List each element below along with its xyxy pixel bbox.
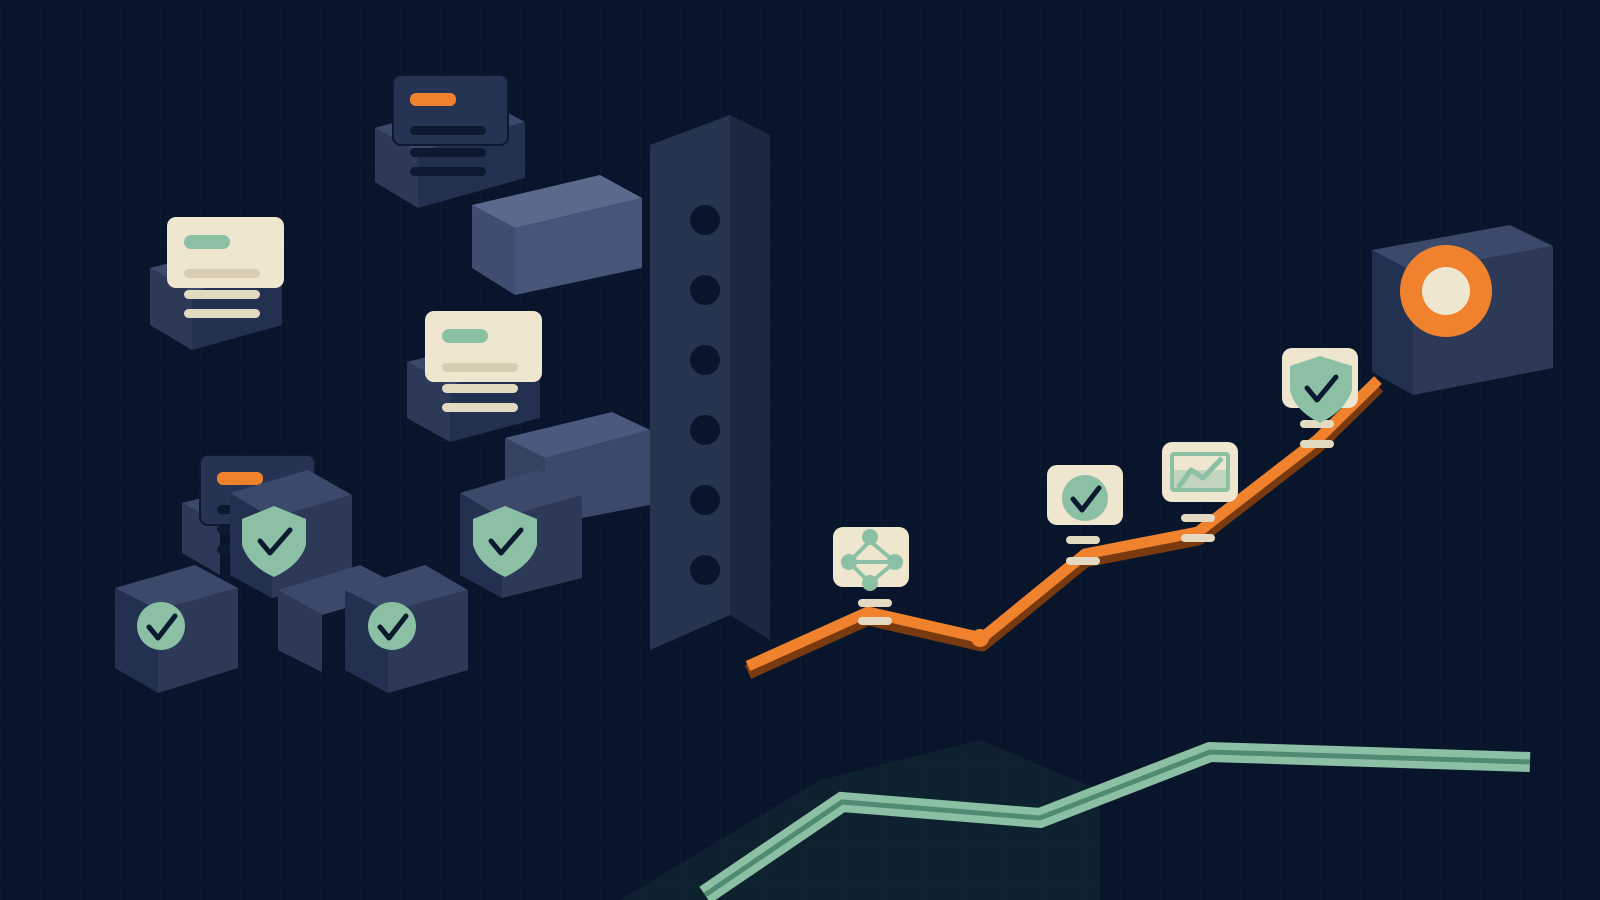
shield-check-icon: [1290, 356, 1352, 423]
pillar-port: [690, 485, 720, 515]
milestone-chart: [1162, 442, 1238, 542]
document-card-icon: [392, 74, 509, 176]
orange-line-node: [971, 629, 989, 647]
pillar-side: [730, 115, 770, 640]
pillar-port: [690, 275, 720, 305]
shield-check-icon: [242, 506, 306, 577]
circle-check-icon: [368, 602, 416, 650]
pillar-port: [690, 345, 720, 375]
shield-check-icon: [473, 506, 537, 577]
milestone-network: [833, 527, 909, 625]
storage-box: [278, 565, 408, 672]
data-slab-upper: [472, 175, 642, 295]
pillar-port: [690, 555, 720, 585]
circle-check-icon: [1062, 475, 1108, 521]
network-icon: [841, 529, 903, 591]
green-trend-line: [620, 740, 1531, 900]
pillar-port: [690, 205, 720, 235]
circle-check-icon: [137, 602, 185, 650]
target-icon: [1400, 245, 1492, 337]
milestone-shield: [1282, 348, 1358, 448]
green-line-inner: [703, 749, 1531, 898]
pillar-port: [690, 415, 720, 445]
pillar-front: [650, 115, 730, 650]
milestone-check: [1047, 465, 1123, 565]
chart-icon: [1170, 452, 1230, 492]
document-card-icon: [167, 217, 284, 318]
server-pillar: [650, 115, 770, 650]
document-card-icon: [425, 311, 542, 412]
